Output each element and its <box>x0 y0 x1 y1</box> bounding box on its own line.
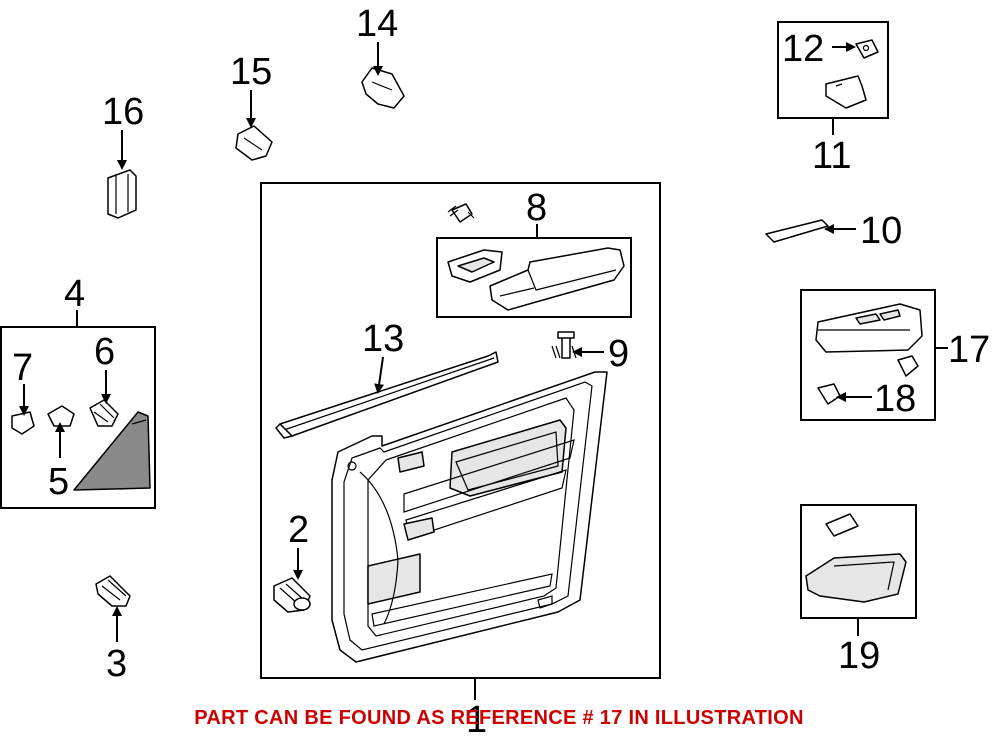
clip-part-18b <box>817 383 841 405</box>
callout-4: 4 <box>64 273 85 315</box>
clip-part-6 <box>89 399 119 427</box>
belt-moulding-part <box>275 351 499 439</box>
clip-part-3 <box>95 575 131 607</box>
callout-10: 10 <box>860 210 902 252</box>
retainer-part-16 <box>107 169 137 219</box>
callout-6: 6 <box>94 331 115 373</box>
callout-3: 3 <box>106 643 127 685</box>
callout-11: 11 <box>812 135 851 177</box>
clip-part-5 <box>47 405 75 427</box>
callout-5: 5 <box>48 461 69 503</box>
armrest-part <box>447 247 625 311</box>
group-box-17 <box>800 289 936 421</box>
callout-17: 17 <box>948 329 990 371</box>
clip-part-2 <box>273 577 311 613</box>
bulb-part-19 <box>825 513 859 537</box>
clip-part-7 <box>11 411 35 435</box>
callout-8: 8 <box>526 187 547 229</box>
screw-part-9 <box>551 331 577 359</box>
callout-18: 18 <box>874 378 916 420</box>
callout-12: 12 <box>782 28 824 70</box>
leader-13 <box>374 356 385 394</box>
callout-19: 19 <box>838 635 880 677</box>
switch-bezel-part-17 <box>815 303 923 353</box>
callout-1: 1 <box>466 699 487 736</box>
speaker-cover-part <box>73 411 151 491</box>
clip-part-18a <box>897 355 919 377</box>
group-box-8 <box>436 237 632 318</box>
bracket-part-11 <box>825 75 867 109</box>
reference-note: PART CAN BE FOUND AS REFERENCE # 17 IN I… <box>194 707 803 729</box>
retainer-part-15 <box>235 125 273 161</box>
callout-13: 13 <box>362 318 404 360</box>
main-door-panel-box <box>260 182 661 679</box>
callout-7: 7 <box>12 347 33 389</box>
callout-15: 15 <box>230 51 272 93</box>
callout-2: 2 <box>288 509 309 551</box>
callout-14: 14 <box>356 3 398 45</box>
nut-part-12 <box>855 39 879 59</box>
callout-9: 9 <box>608 333 629 375</box>
lamp-housing-part-19 <box>805 553 907 603</box>
small-clip-part <box>447 203 475 223</box>
bracket-part-14 <box>361 67 405 109</box>
callout-16: 16 <box>102 91 144 133</box>
trim-strip-part-10 <box>765 219 829 243</box>
door-trim-panel-part <box>331 371 608 663</box>
